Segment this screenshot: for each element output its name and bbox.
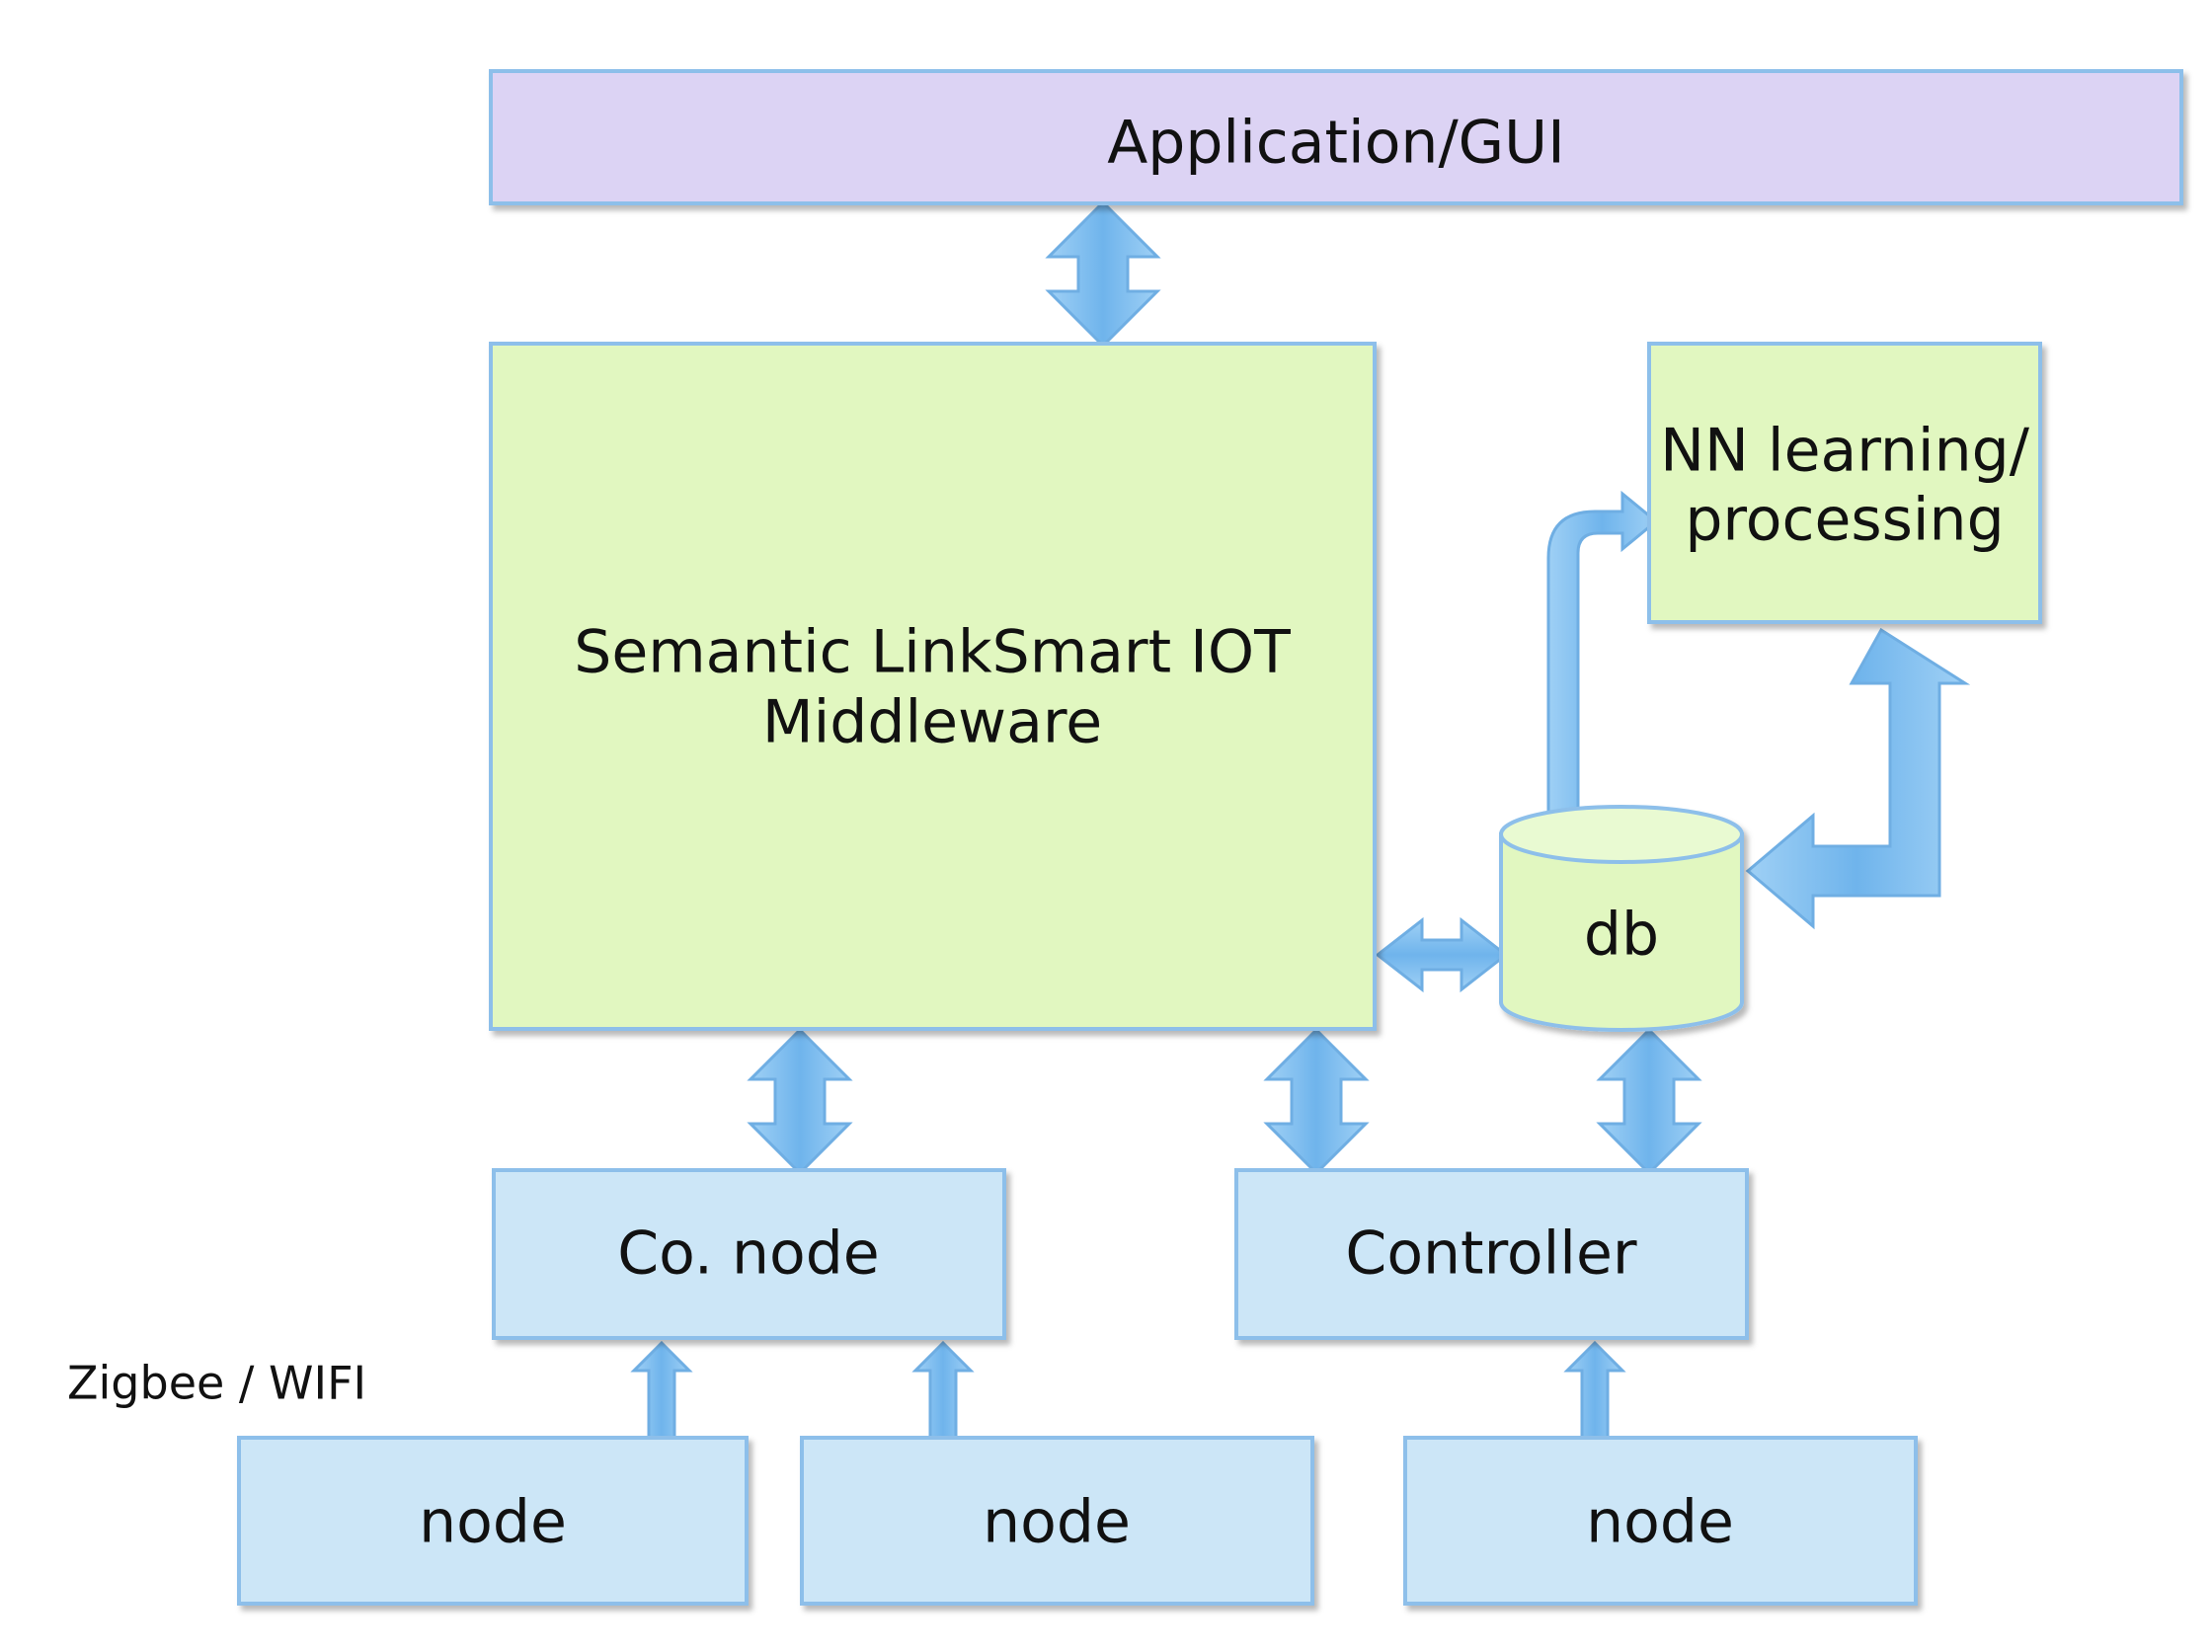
node-block-1 [237,1436,749,1606]
nn-db-arrow [1745,627,1971,930]
node-label-1: node [419,1488,567,1557]
node-label-3: node [1586,1488,1734,1557]
nn-learning-block [1647,342,2042,624]
db-nn-arrow-shape [1546,490,1659,817]
db-label: db [1584,901,1659,970]
co-node-label: Co. node [617,1219,879,1289]
controller-label: Controller [1345,1219,1636,1289]
application-gui-label: Application/GUI [1107,109,1565,178]
middleware-label-line1: Semantic LinkSmart IOT [574,618,1291,687]
nn-label-line1: NN learning/ [1660,417,2030,486]
node-block-3 [1403,1436,1918,1606]
app-middleware-arrow [1045,199,1161,349]
controller-block [1234,1168,1749,1340]
middleware-db-arrow [1375,916,1509,993]
node-block-2 [800,1436,1314,1606]
db-controller-arrow [1596,1027,1702,1176]
db-cylinder [1499,805,1744,1032]
application-gui-block [489,69,2183,205]
middleware-block [489,342,1377,1031]
middleware-label-line2: Middleware [762,688,1102,757]
middleware-controller-arrow [1263,1027,1370,1176]
node-label-2: node [983,1488,1131,1557]
node2-conode-arrow [911,1340,975,1444]
node3-controller-arrow [1563,1340,1626,1444]
nn-label-line2: processing [1685,486,2004,555]
node1-conode-arrow [630,1340,693,1444]
co-node-block [492,1168,1006,1340]
middleware-conode-arrow [747,1027,853,1176]
link-type-label: Zigbee / WIFI [67,1357,366,1410]
